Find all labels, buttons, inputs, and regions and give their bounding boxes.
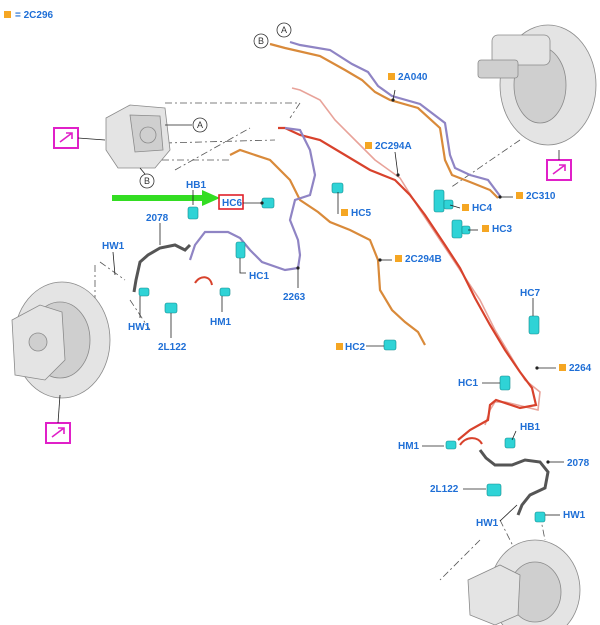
svg-text:HW1: HW1 <box>128 322 151 333</box>
brake-hose-front-left <box>132 243 192 293</box>
svg-text:HC6: HC6 <box>222 198 242 209</box>
label-2263: 2263 <box>283 266 306 303</box>
label-2c294a: 2C294A <box>365 141 412 177</box>
svg-text:B: B <box>144 176 150 186</box>
brake-line-red-main <box>278 126 538 441</box>
callout-a-abs: A <box>165 117 208 133</box>
brake-line-orange-2c294b <box>229 148 426 346</box>
svg-text:2C294A: 2C294A <box>375 141 412 152</box>
label-hb1-right: HB1 <box>511 422 540 441</box>
svg-text:2C310: 2C310 <box>526 191 556 202</box>
hc6-highlight-box <box>218 194 244 210</box>
svg-text:HW1: HW1 <box>563 510 586 521</box>
brake-line-purple-top <box>289 40 501 197</box>
svg-text:HB1: HB1 <box>186 180 206 191</box>
svg-text:2264: 2264 <box>569 363 592 374</box>
label-2078-right: 2078 <box>546 458 590 469</box>
legend: = 2C296 <box>4 10 54 21</box>
label-2264: 2264 <box>535 363 592 374</box>
wheel-icon-frame-left <box>45 422 71 444</box>
label-hm1-right: HM1 <box>398 441 444 452</box>
svg-text:HW1: HW1 <box>102 241 125 252</box>
callout-a-top: A <box>276 22 292 38</box>
legend-swatch <box>4 11 11 18</box>
brake-line-purple-2263 <box>188 126 317 272</box>
brake-line-orange-top <box>269 42 499 199</box>
abs-icon-frame <box>53 127 79 149</box>
abs-module <box>105 104 171 169</box>
svg-text:B: B <box>258 36 264 46</box>
label-2l122-top: 2L122 <box>158 313 187 353</box>
svg-text:2078: 2078 <box>146 213 169 224</box>
callout-b-abs: B <box>139 167 155 189</box>
label-hm1-top: HM1 <box>210 296 232 328</box>
label-hw1-right: HW1 <box>545 510 586 521</box>
brake-line-red-2c294a <box>291 87 541 426</box>
rear-right-brake-assembly <box>467 539 581 625</box>
svg-text:HM1: HM1 <box>210 317 232 328</box>
svg-text:2C294B: 2C294B <box>405 254 442 265</box>
svg-text:A: A <box>197 120 203 130</box>
booster-icon-frame <box>546 159 572 181</box>
svg-text:2L122: 2L122 <box>430 484 459 495</box>
front-left-brake-assembly <box>11 281 111 399</box>
svg-text:HC3: HC3 <box>492 224 512 235</box>
svg-text:HC1: HC1 <box>249 271 269 282</box>
brake-booster <box>477 24 597 146</box>
svg-text:HC1: HC1 <box>458 378 478 389</box>
svg-text:2078: 2078 <box>567 458 590 469</box>
label-hc1-right: HC1 <box>458 378 500 389</box>
svg-text:2A040: 2A040 <box>398 72 428 83</box>
label-2c310: 2C310 <box>498 191 556 202</box>
brake-hose-rear-right <box>478 449 550 516</box>
label-2a040: 2A040 <box>388 72 428 102</box>
label-2078-top: 2078 <box>146 213 169 245</box>
green-pointer-arrow <box>112 190 220 206</box>
label-hc1-top: HC1 <box>239 258 269 282</box>
svg-text:2263: 2263 <box>283 292 306 303</box>
label-hw1-bottom: HW1 <box>476 504 518 529</box>
label-hc2: HC2 <box>336 342 384 353</box>
label-hc5: HC5 <box>337 192 371 219</box>
svg-text:HB1: HB1 <box>520 422 540 433</box>
svg-text:A: A <box>281 25 287 35</box>
label-hc3: HC3 <box>468 224 512 235</box>
red-rotation-arrows <box>194 276 483 446</box>
label-hc7: HC7 <box>520 288 540 316</box>
label-hc4: HC4 <box>449 203 492 214</box>
fittings <box>138 182 546 523</box>
label-hw1-mid-left: HW1 <box>128 296 151 333</box>
label-hb1-top: HB1 <box>186 180 206 205</box>
label-2c294b: 2C294B <box>378 254 442 265</box>
svg-text:HC4: HC4 <box>472 203 492 214</box>
svg-text:HC5: HC5 <box>351 208 371 219</box>
label-hw1-top-left: HW1 <box>102 241 125 276</box>
label-hc6: HC6 <box>222 198 264 209</box>
label-2l122-right: 2L122 <box>430 484 486 495</box>
svg-text:HC2: HC2 <box>345 342 365 353</box>
legend-text: = 2C296 <box>15 10 54 21</box>
svg-text:2L122: 2L122 <box>158 342 187 353</box>
svg-text:HM1: HM1 <box>398 441 420 452</box>
svg-text:HC7: HC7 <box>520 288 540 299</box>
callout-b-top: B <box>253 33 269 49</box>
svg-text:HW1: HW1 <box>476 518 499 529</box>
